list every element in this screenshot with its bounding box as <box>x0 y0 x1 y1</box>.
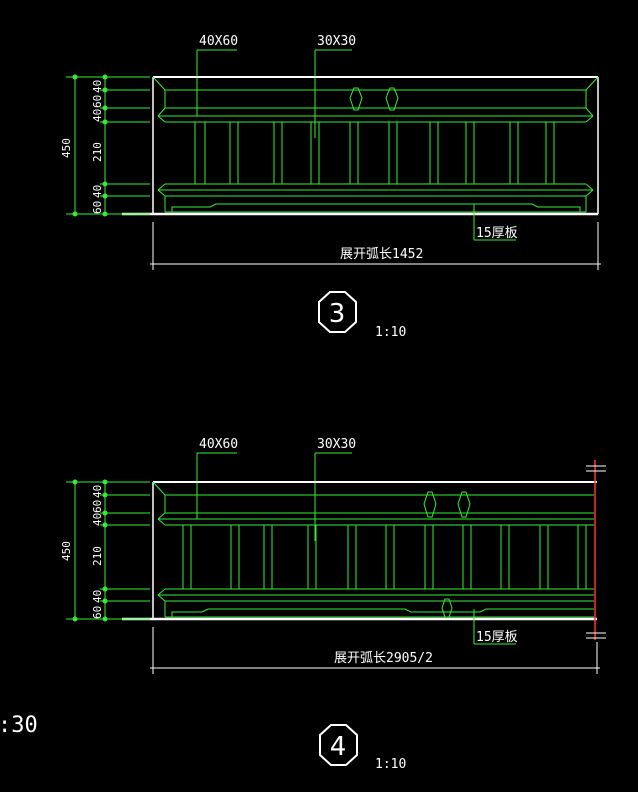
label-40x60: 40X60 <box>199 34 238 49</box>
dim-total-450: 450 <box>60 138 73 158</box>
scale-3: 1:10 <box>375 325 406 340</box>
arc-length-1452: 展开弧长1452 <box>340 247 423 262</box>
arc-length-2905-2: 展开弧长2905/2 <box>334 651 433 666</box>
scale-4: 1:10 <box>375 757 406 772</box>
dim-40-b: 40 <box>91 513 104 526</box>
dim-60-b: 60 <box>91 606 104 619</box>
dim-40-a: 40 <box>91 80 104 93</box>
dim-40-c: 40 <box>91 590 104 603</box>
detail-3-elevation: 40X60 30X30 <box>60 34 601 340</box>
detail-number-3: 3 <box>329 299 346 329</box>
dim-40-c: 40 <box>91 185 104 198</box>
board-note-15mm: 15厚板 <box>476 226 518 241</box>
left-edge-scale: :30 <box>0 713 38 738</box>
break-mark <box>586 460 606 640</box>
label-40x60: 40X60 <box>199 437 238 452</box>
dim-total-450: 450 <box>60 541 73 561</box>
label-30x30: 30X30 <box>317 34 356 49</box>
dim-210: 210 <box>91 142 104 162</box>
dim-60-a: 60 <box>91 95 104 108</box>
detail-number-4: 4 <box>330 732 347 762</box>
detail-bubble-3 <box>318 291 357 333</box>
detail-bubble-4 <box>319 724 358 766</box>
board-note-15mm: 15厚板 <box>476 630 518 645</box>
label-30x30: 30X30 <box>317 437 356 452</box>
dim-60-a: 60 <box>91 500 104 513</box>
dim-40-a: 40 <box>91 485 104 498</box>
detail-4-elevation: 40X60 30X30 <box>60 437 606 772</box>
dim-210: 210 <box>91 546 104 566</box>
dim-60-b: 60 <box>91 201 104 214</box>
dim-40-b: 40 <box>91 109 104 122</box>
